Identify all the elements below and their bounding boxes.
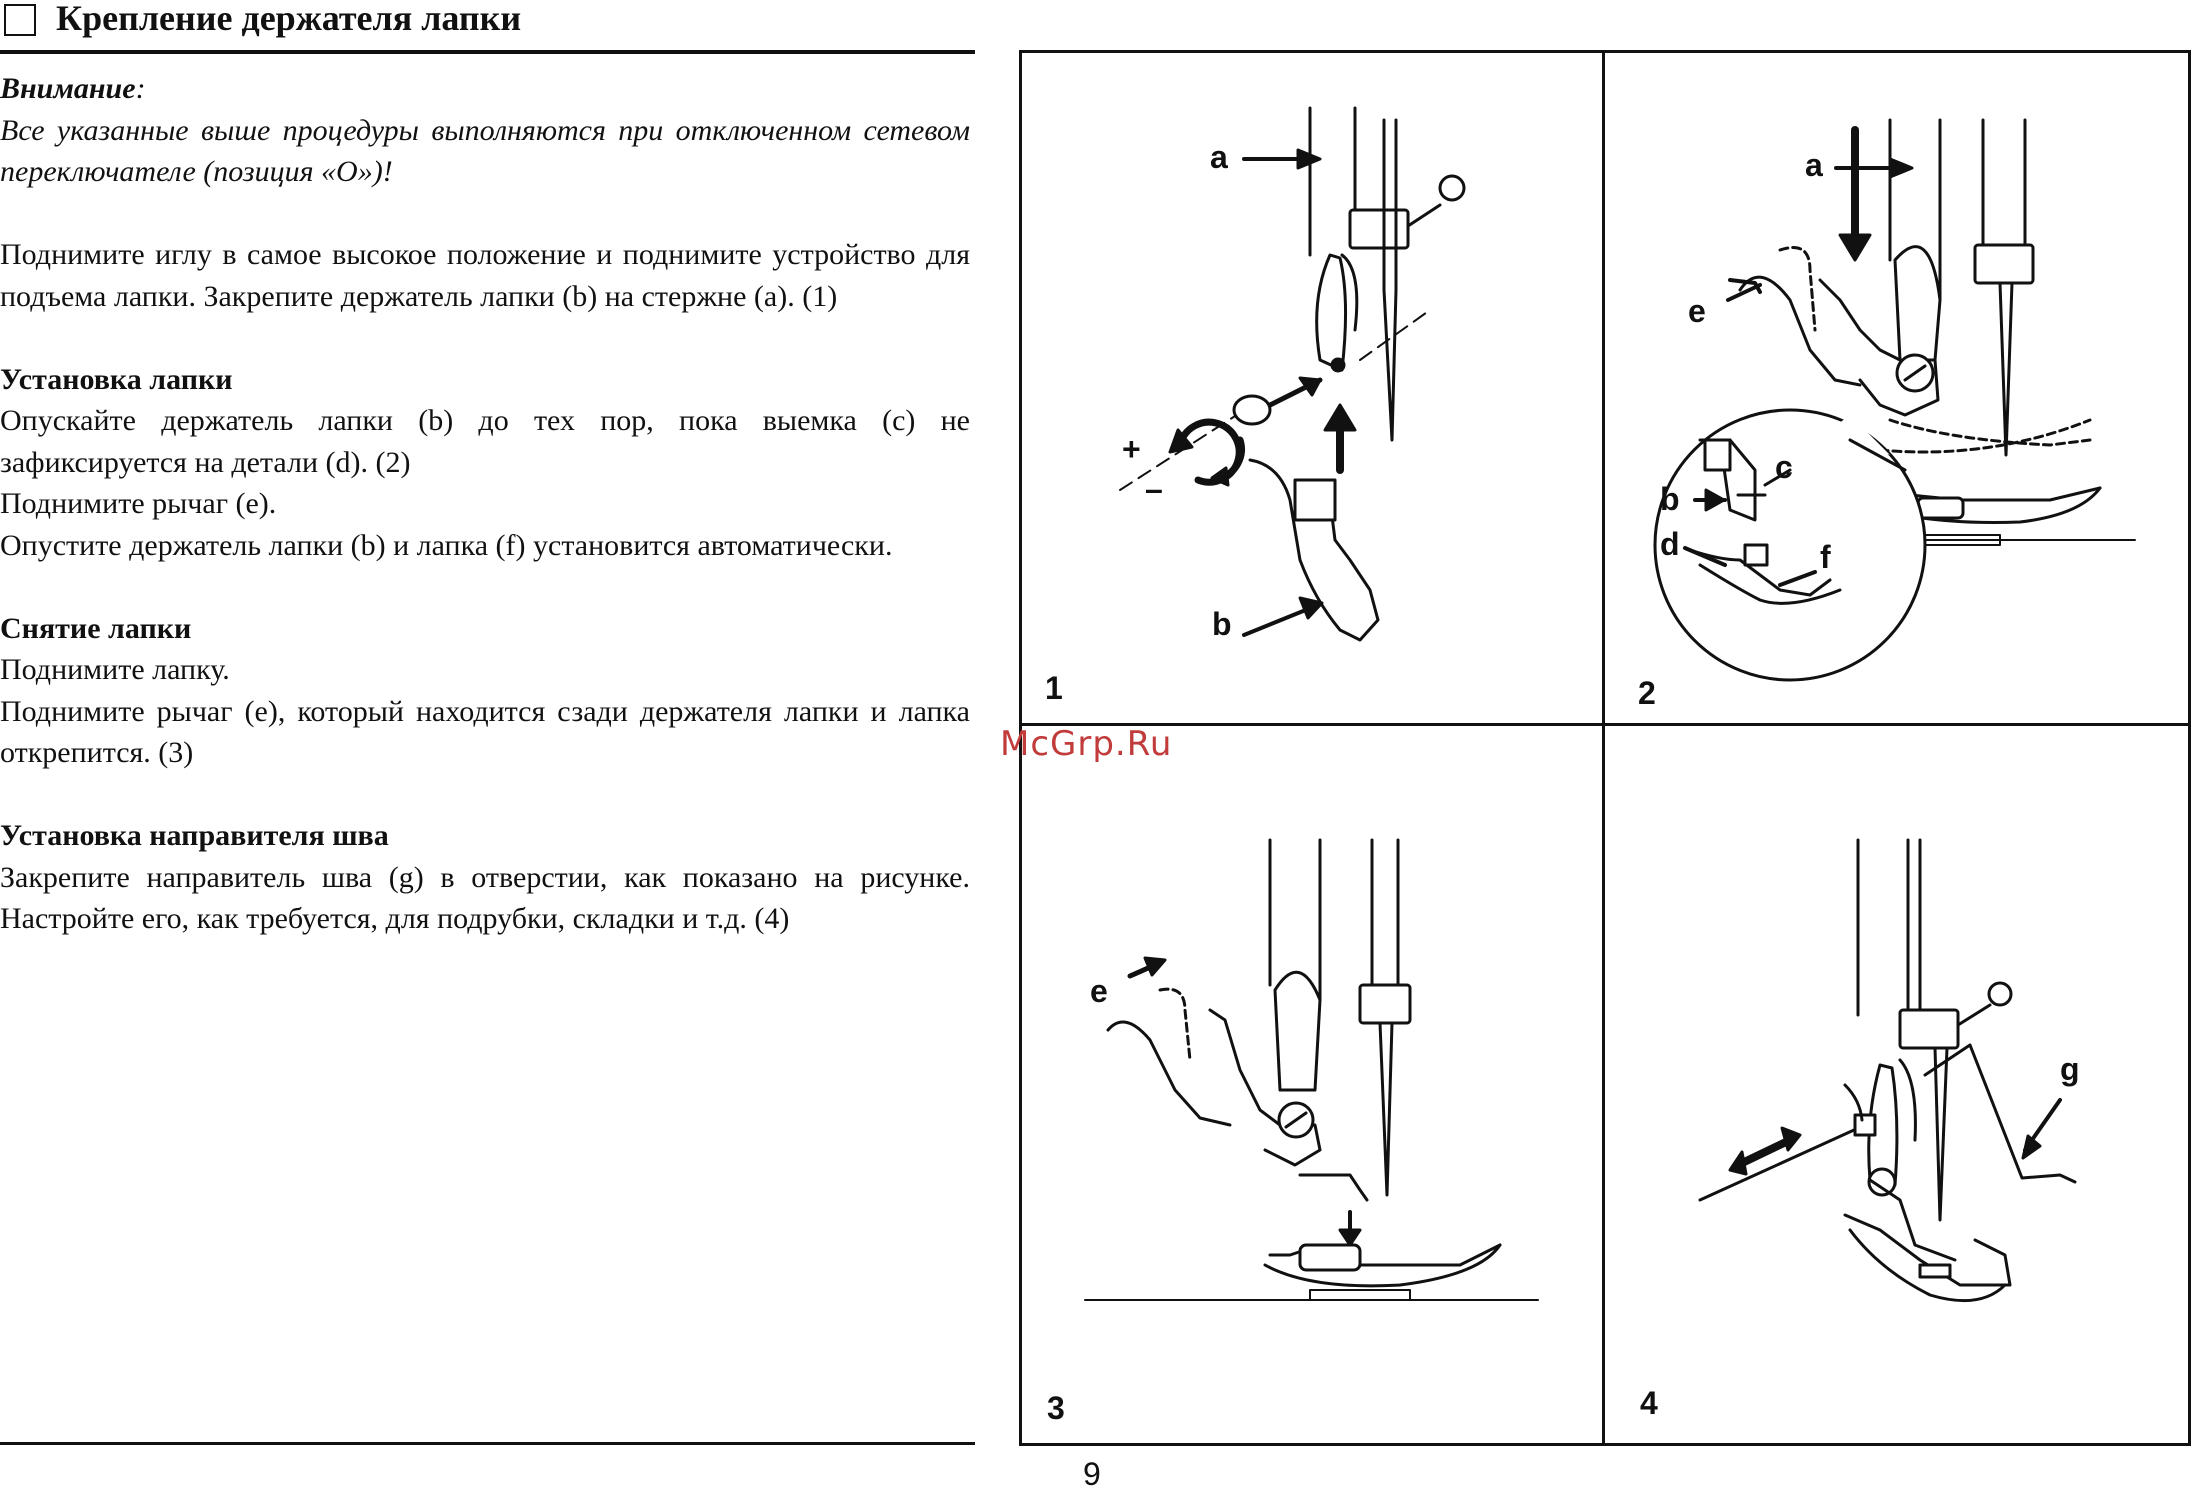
page-number: 9: [1083, 1456, 1101, 1492]
label-e: e: [1688, 293, 1706, 329]
paragraph-line: Опускайте держатель лапки (b) до тех пор…: [0, 404, 970, 479]
label-g: g: [2060, 1051, 2080, 1087]
label-a: a: [1210, 139, 1228, 175]
paragraph-line: Опустите держатель лапки (b) и лапка (f)…: [0, 528, 893, 562]
panel4-illustration: [1698, 838, 2077, 1303]
figure-frame: [1019, 50, 2191, 1446]
panel-number: 1: [1045, 670, 1063, 706]
panel2-illustration: [1653, 118, 2136, 682]
attention-heading: Внимание:: [0, 72, 146, 105]
panel3-illustration: [1084, 838, 1539, 1301]
label-f: f: [1820, 539, 1831, 575]
instruction-text: Внимание: Все указанные выше процедуры в…: [0, 68, 970, 940]
label-c: c: [1775, 449, 1793, 485]
panel-number: 2: [1638, 675, 1656, 711]
label-plus: +: [1122, 431, 1141, 467]
paragraph-line: Поднимите лапку.: [0, 653, 230, 686]
section-title: Крепление держателя лапки: [56, 0, 522, 38]
label-minus: –: [1145, 471, 1163, 507]
figure-divider-horizontal: [1019, 723, 2191, 726]
section-heading-install-foot: Установка лапки: [0, 362, 233, 396]
watermark: McGrp.Ru: [1000, 724, 1173, 764]
panel-number: 3: [1047, 1390, 1065, 1426]
section-heading-remove-foot: Снятие лапки: [0, 611, 192, 645]
checkbox-icon: [4, 4, 36, 36]
panel-number: 4: [1640, 1385, 1658, 1421]
label-b: b: [1660, 481, 1680, 517]
section-header: Крепление держателя лапки: [0, 0, 975, 54]
label-b: b: [1212, 606, 1232, 642]
label-e: e: [1090, 973, 1108, 1009]
label-d: d: [1660, 526, 1680, 562]
label-a: a: [1805, 147, 1823, 183]
section-heading-seam-guide: Установка направителя шва: [0, 819, 389, 852]
bottom-divider: [0, 1442, 975, 1445]
paragraph-line: Поднимите рычаг (e), который находится с…: [0, 694, 970, 770]
panel1-illustration: [1119, 106, 1466, 642]
figure-divider-vertical: [1602, 50, 1605, 1446]
attention-label: Внимание: [0, 72, 136, 105]
paragraph-line: Поднимите рычаг (e).: [0, 487, 277, 520]
attention-text: Все указанные выше процедуры выполняются…: [0, 113, 970, 189]
intro-paragraph: Поднимите иглу в самое высокое положение…: [0, 238, 970, 313]
paragraph-line: Закрепите направитель шва (g) в отверсти…: [0, 860, 970, 936]
